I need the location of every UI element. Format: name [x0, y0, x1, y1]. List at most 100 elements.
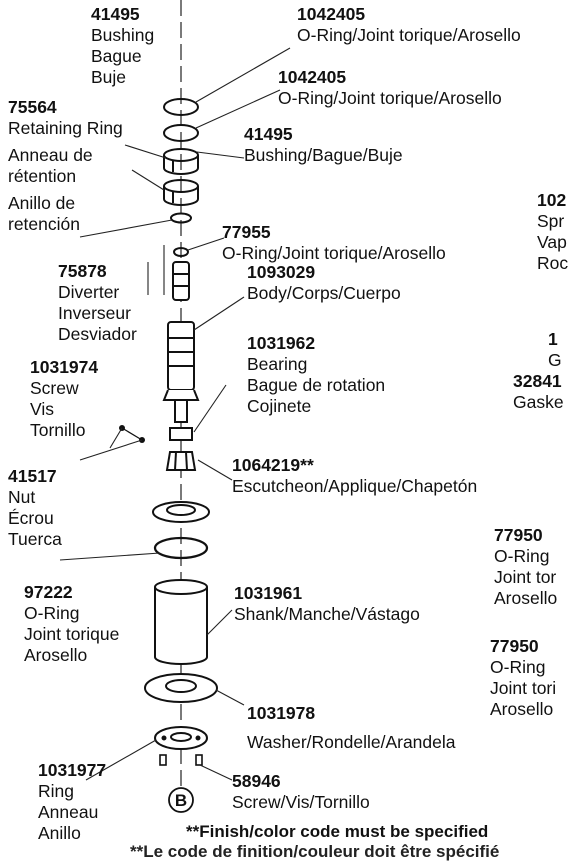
marker-b-circle — [168, 787, 194, 813]
part-number: 75878 — [58, 261, 107, 281]
part-name-fr: Vap — [537, 232, 567, 252]
label-oring-3: 77955 O-Ring/Joint torique/Arosello — [222, 222, 446, 264]
o-ring-3-part — [173, 247, 189, 257]
label-shank: 1031961 Shank/Manche/Vástago — [234, 583, 420, 625]
part-name-en: Nut — [8, 487, 36, 507]
part-number: 1031961 — [234, 583, 303, 603]
part-number: 102 — [537, 190, 567, 210]
label-ring: 1031977 Ring Anneau Anillo — [38, 760, 106, 844]
part-number: 41495 — [91, 4, 140, 24]
part-number: 32841 — [513, 371, 562, 391]
part-number: 58946 — [232, 771, 281, 791]
part-name: Screw/Vis/Tornillo — [232, 792, 370, 812]
label-nut: 41517 Nut Écrou Tuerca — [8, 466, 62, 550]
part-name: Body/Corps/Cuerpo — [247, 283, 401, 303]
label-screw-2: 58946 Screw/Vis/Tornillo — [232, 771, 370, 813]
label-body: 1093029 Body/Corps/Cuerpo — [247, 262, 401, 304]
part-number: 77950 — [490, 636, 539, 656]
part-name-fr: Anneau — [38, 802, 99, 822]
part-name-es: Roc — [537, 253, 568, 273]
part-name-es: Anillo — [38, 823, 81, 843]
part-name-fr: Bague — [91, 46, 142, 66]
part-number: 77950 — [494, 525, 543, 545]
part-name-es: Tuerca — [8, 529, 62, 549]
part-name-fr: Écrou — [8, 508, 54, 528]
part-name-en: Screw — [30, 378, 79, 398]
marker-b: B — [175, 791, 187, 810]
part-name-en: Bearing — [247, 354, 308, 374]
part-number: 1031978 — [247, 703, 316, 723]
part-name-fr: Joint tori — [490, 678, 557, 698]
bearing-part — [169, 427, 193, 441]
part-name-fr: Bague de rotation — [247, 375, 386, 395]
label-bushing-top: 41495 Bushing Bague Buje — [91, 4, 154, 88]
part-name-es: Desviador — [58, 324, 137, 344]
part-number: 1031974 — [30, 357, 99, 377]
part-name-fr-1: Anneau de — [8, 145, 93, 165]
diverter-part — [172, 261, 190, 301]
part-number: 1031977 — [38, 760, 107, 780]
part-name: G — [548, 350, 562, 370]
part-number: 1031962 — [247, 333, 316, 353]
part-number: 41517 — [8, 466, 57, 486]
leader-lines — [59, 47, 291, 781]
retaining-ring-part — [170, 212, 192, 224]
part-name-en: O-Ring — [24, 603, 80, 623]
nut-part — [165, 451, 197, 471]
ring-part — [154, 726, 208, 750]
part-name: O-Ring/Joint torique/Arosello — [297, 25, 521, 45]
part-number: 1093029 — [247, 262, 316, 282]
part-name-es: Arosello — [494, 588, 558, 608]
o-ring-2-part — [163, 124, 199, 142]
shank-part — [154, 579, 208, 665]
label-side-5: 77950 O-Ring Joint tori Arosello — [490, 636, 556, 720]
part-name-fr: Vis — [30, 399, 54, 419]
label-screw-1: 1031974 Screw Vis Tornillo — [30, 357, 98, 441]
part-name-fr-2: rétention — [8, 166, 77, 186]
part-name: Escutcheon/Applique/Chapetón — [232, 476, 478, 496]
part-name-en: O-Ring — [494, 546, 550, 566]
part-name-en: Retaining Ring — [8, 118, 123, 138]
part-name: O-Ring/Joint torique/Arosello — [222, 243, 446, 263]
screw-1-part — [121, 427, 143, 441]
part-name-es: Cojinete — [247, 396, 312, 416]
part-name: Washer/Rondelle/Arandela — [247, 732, 456, 752]
label-bearing: 1031962 Bearing Bague de rotation Cojine… — [247, 333, 385, 417]
label-escutcheon: 1064219** Escutcheon/Applique/Chapetón — [232, 455, 477, 497]
part-name-en: O-Ring — [490, 657, 546, 677]
body-part — [162, 321, 200, 423]
part-name-es-2: retención — [8, 214, 80, 234]
label-bushing-2: 41495 Bushing/Bague/Buje — [244, 124, 403, 166]
label-washer: 1031978 Washer/Rondelle/Arandela — [247, 703, 456, 753]
part-name-es: Arosello — [490, 699, 554, 719]
label-oring-4: 97222 O-Ring Joint torique Arosello — [24, 582, 119, 666]
label-side-2: 1 G — [548, 329, 562, 371]
part-name: O-Ring/Joint torique/Arosello — [278, 88, 502, 108]
part-number: 1042405 — [278, 67, 347, 87]
label-oring-1: 1042405 O-Ring/Joint torique/Arosello — [297, 4, 521, 46]
part-name-en: Bushing — [91, 25, 155, 45]
footnote: **Finish/color code must be specified — [186, 822, 489, 841]
part-name-es: Arosello — [24, 645, 88, 665]
part-name-es: Tornillo — [30, 420, 86, 440]
part-name-fr: Inverseur — [58, 303, 131, 323]
footnote-2: **Le code de finition/couleur doit être … — [130, 842, 500, 861]
bushing-top-part — [163, 148, 199, 175]
part-name-en: Ring — [38, 781, 74, 801]
part-number: 75564 — [8, 97, 57, 117]
label-diverter: 75878 Diverter Inverseur Desviador — [58, 261, 137, 345]
label-side-1: 102 Spr Vap Roc — [537, 190, 568, 274]
part-number: 97222 — [24, 582, 73, 602]
part-name-en: Spr — [537, 211, 565, 231]
part-name: Gaske — [513, 392, 564, 412]
escutcheon-part — [152, 501, 210, 523]
part-number: 1064219** — [232, 455, 314, 475]
label-side-3: 32841 Gaske — [513, 371, 564, 413]
part-number: 1042405 — [297, 4, 366, 24]
part-name: Shank/Manche/Vástago — [234, 604, 420, 624]
part-number: 41495 — [244, 124, 293, 144]
part-name: Bushing/Bague/Buje — [244, 145, 403, 165]
screw-2-part — [159, 754, 203, 766]
part-number: 77955 — [222, 222, 271, 242]
